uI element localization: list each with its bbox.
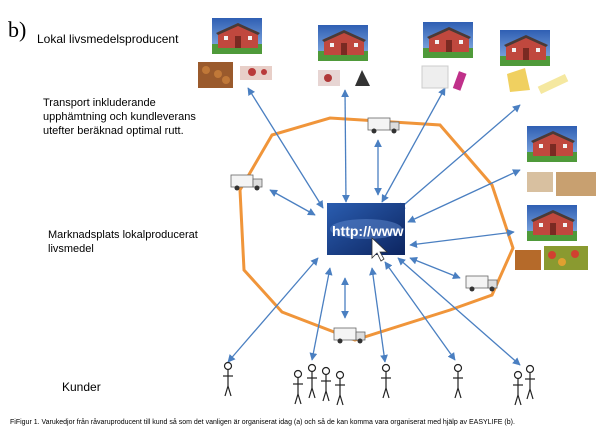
marketplace-label: Marknadsplats lokalproducerat livsmedel <box>48 229 198 255</box>
truck-icon <box>230 174 263 191</box>
connection-arrows <box>227 87 521 366</box>
barn-photo-icon <box>500 30 550 66</box>
truck-icon <box>465 275 498 292</box>
figure-caption: FiFigur 1. Varukedjor från råvaruproduce… <box>10 419 515 426</box>
barn-photo-icon <box>423 22 473 58</box>
barn-photo-icon <box>527 205 577 241</box>
web-screen-icon: http://www <box>327 203 405 255</box>
barn-photo-icon <box>318 25 368 61</box>
barn-photo-icon <box>527 126 577 162</box>
cursor-icon <box>371 237 389 262</box>
panel-letter: b) <box>8 17 27 42</box>
person-icon <box>380 363 392 399</box>
person-icon <box>222 361 234 397</box>
barn-photo-icon <box>212 18 262 54</box>
truck-icon <box>367 117 400 134</box>
producer-label: Lokal livsmedelsproducent <box>37 32 179 46</box>
customers-label: Kunder <box>62 380 101 394</box>
transport-label: Transport inkluderande upphämtning och k… <box>43 97 196 137</box>
family-icon <box>292 363 346 406</box>
screen-url-text: http://www <box>332 223 404 239</box>
person-icon <box>452 363 464 399</box>
family-icon <box>512 364 536 406</box>
truck-icon <box>333 327 366 344</box>
food-photos <box>198 62 596 270</box>
